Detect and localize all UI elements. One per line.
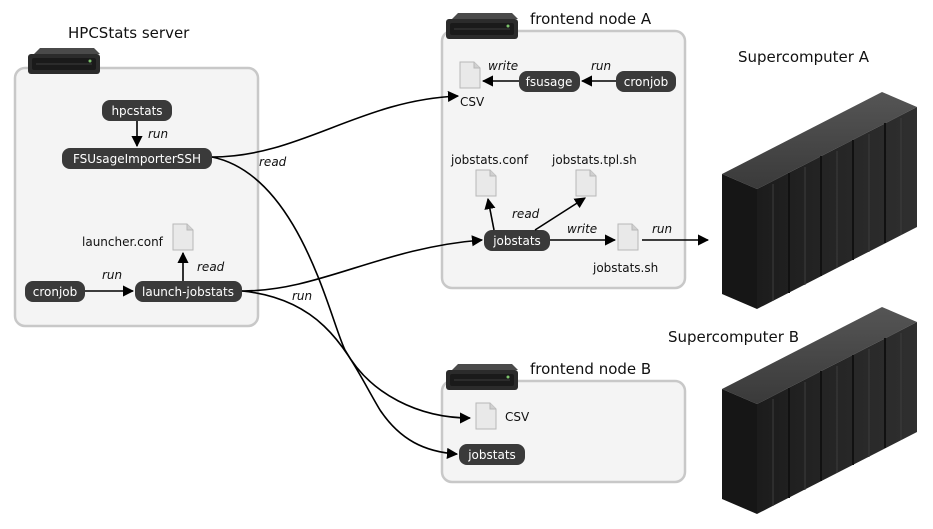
launch-jobstats-node[interactable]: launch-jobstats <box>135 281 242 302</box>
frontend-a-title: frontend node A <box>530 10 652 28</box>
server-icon <box>445 12 519 40</box>
svg-text:fsusage: fsusage <box>526 75 573 89</box>
hpcstats-node[interactable]: hpcstats <box>102 100 172 121</box>
frontend-a-cronjob-node[interactable]: cronjob <box>616 71 676 92</box>
svg-text:hpcstats: hpcstats <box>111 104 162 118</box>
jobstats-tpl-file: jobstats.tpl.sh <box>551 153 637 197</box>
server-icon <box>27 47 101 75</box>
jobstats-sh-file: jobstats.sh <box>592 223 658 275</box>
frontend-b-jobstats-node[interactable]: jobstats <box>459 444 525 465</box>
edge-label: run <box>292 289 312 303</box>
svg-text:jobstats.sh: jobstats.sh <box>592 261 658 275</box>
frontend-a-jobstats-node[interactable]: jobstats <box>484 230 550 251</box>
jobstats-read-conf-arrow <box>484 197 496 231</box>
launcher-conf-file: launcher.conf <box>82 223 194 251</box>
edge-label: write <box>488 59 518 73</box>
frontend-a-container: frontend node A <box>440 10 687 290</box>
document-icon <box>459 61 481 89</box>
document-icon <box>475 402 497 430</box>
hpcstats-server-container: HPCStats server <box>13 24 260 328</box>
svg-text:CSV: CSV <box>460 95 485 109</box>
server-icon <box>445 363 519 391</box>
hpcstats-cronjob-node[interactable]: cronjob <box>25 281 85 302</box>
launch-run-jobstats-a-arrow <box>241 235 484 292</box>
edge-label: write <box>567 222 597 236</box>
supercomputer-a-title: Supercomputer A <box>738 48 870 66</box>
svg-text:CSV: CSV <box>505 410 530 424</box>
svg-text:jobstats.tpl.sh: jobstats.tpl.sh <box>551 153 637 167</box>
launch-run-jobstats-b-arrow <box>241 290 459 459</box>
frontend-b-title: frontend node B <box>530 360 651 378</box>
document-icon <box>475 169 497 197</box>
edge-label: run <box>102 268 122 282</box>
frontend-a-csv-file: CSV <box>459 61 485 109</box>
svg-text:jobstats: jobstats <box>492 234 541 248</box>
svg-text:cronjob: cronjob <box>33 285 78 299</box>
svg-text:launch-jobstats: launch-jobstats <box>142 285 234 299</box>
supercomputer-b-rack-icon <box>722 307 917 514</box>
frontend-b-csv-file: CSV <box>475 402 530 430</box>
edge-label: read <box>512 207 540 221</box>
edge-label: read <box>197 260 225 274</box>
jobstats-conf-file: jobstats.conf <box>450 153 529 197</box>
fsusage-node[interactable]: fsusage <box>519 71 580 92</box>
edge-label: run <box>148 127 168 141</box>
edge-label: run <box>591 59 611 73</box>
edge-label: run <box>652 222 672 236</box>
importer-read-csv-b-arrow <box>211 156 472 424</box>
edge-label: read <box>259 155 287 169</box>
hpcstats-server-title: HPCStats server <box>68 24 190 42</box>
svg-text:jobstats: jobstats <box>467 448 516 462</box>
document-icon <box>617 223 639 251</box>
jobstats-read-tpl-arrow <box>534 197 586 231</box>
supercomputer-a-rack-icon <box>722 92 917 309</box>
svg-text:FSUsageImporterSSH: FSUsageImporterSSH <box>73 152 201 166</box>
supercomputer-b-title: Supercomputer B <box>668 328 799 346</box>
svg-text:jobstats.conf: jobstats.conf <box>450 153 529 167</box>
svg-text:cronjob: cronjob <box>624 75 669 89</box>
fsusage-importer-node[interactable]: FSUsageImporterSSH <box>62 148 212 169</box>
importer-read-csv-a-arrow <box>211 90 460 158</box>
document-icon <box>575 169 597 197</box>
svg-text:launcher.conf: launcher.conf <box>82 235 164 249</box>
document-icon <box>172 223 194 251</box>
